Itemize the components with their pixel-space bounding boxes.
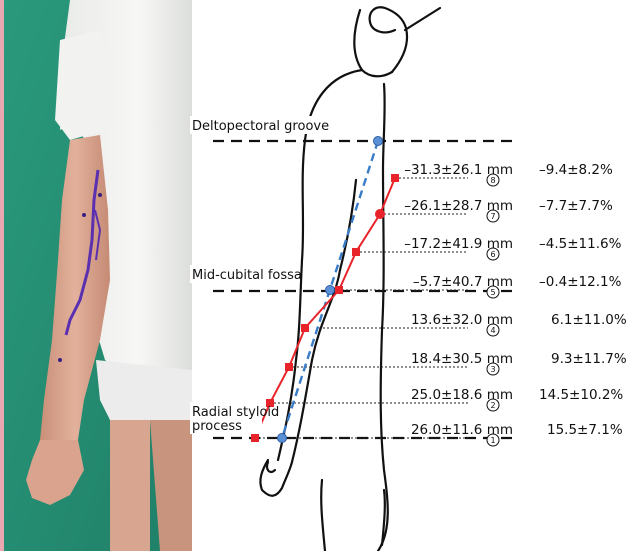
radial-styloid-label-line2: process: [192, 419, 242, 434]
arm-photograph: [0, 0, 192, 551]
vein-point-7: [375, 209, 385, 219]
level-3-number: 3: [490, 365, 495, 374]
level-5-mm: –5.7±40.7 mm: [413, 274, 513, 290]
vein-point-1: [251, 434, 259, 442]
deltopectoral-label: Deltopectoral groove: [192, 119, 329, 134]
level-2-pct: 14.5±10.2%: [539, 387, 623, 403]
level-5-pct: –0.4±12.1%: [539, 274, 622, 290]
vein-point-8: [391, 174, 399, 182]
level-row-8: –31.3±26.1 mm 8 –9.4±8.2%: [404, 162, 613, 186]
level-row-5: –5.7±40.7 mm 5 –0.4±12.1%: [413, 274, 622, 298]
reference-point-deltopectoral: [374, 137, 383, 146]
level-row-6: –17.2±41.9 mm 6 –4.5±11.6%: [404, 236, 621, 260]
radial-styloid-label-line1: Radial styloid: [192, 405, 279, 420]
level-row-4: 13.6±32.0 mm 4 6.1±11.0%: [411, 312, 627, 336]
level-2-number: 2: [490, 401, 495, 410]
vein-point-6: [352, 248, 360, 256]
level-1-number: 1: [490, 436, 495, 445]
level-8-number: 8: [490, 176, 495, 185]
level-4-pct: 6.1±11.0%: [551, 312, 627, 328]
level-row-1: 26.0±11.6 mm 1 15.5±7.1%: [411, 422, 623, 446]
level-row-2: 25.0±18.6 mm 2 14.5±10.2%: [411, 387, 623, 411]
vein-point-3: [285, 363, 293, 371]
level-4-number: 4: [490, 326, 495, 335]
measurements: –31.3±26.1 mm 8 –9.4±8.2% –26.1±28.7 mm …: [404, 162, 627, 446]
level-6-number: 6: [490, 250, 495, 259]
reference-point-midcubital: [326, 286, 335, 295]
reference-point-radial-styloid: [278, 434, 287, 443]
level-8-pct: –9.4±8.2%: [539, 162, 613, 178]
level-7-number: 7: [490, 212, 495, 221]
level-row-3: 18.4±30.5 mm 3 9.3±11.7%: [411, 351, 627, 375]
level-1-pct: 15.5±7.1%: [547, 422, 623, 438]
level-5-number: 5: [490, 288, 495, 297]
midcubital-label: Mid-cubital fossa: [192, 268, 302, 283]
level-3-pct: 9.3±11.7%: [551, 351, 627, 367]
level-6-pct: –4.5±11.6%: [539, 236, 622, 252]
level-7-pct: –7.7±7.7%: [539, 198, 613, 214]
vein-point-5: [335, 286, 343, 294]
level-row-7: –26.1±28.7 mm 7 –7.7±7.7%: [404, 198, 613, 222]
vein-point-4: [301, 324, 309, 332]
